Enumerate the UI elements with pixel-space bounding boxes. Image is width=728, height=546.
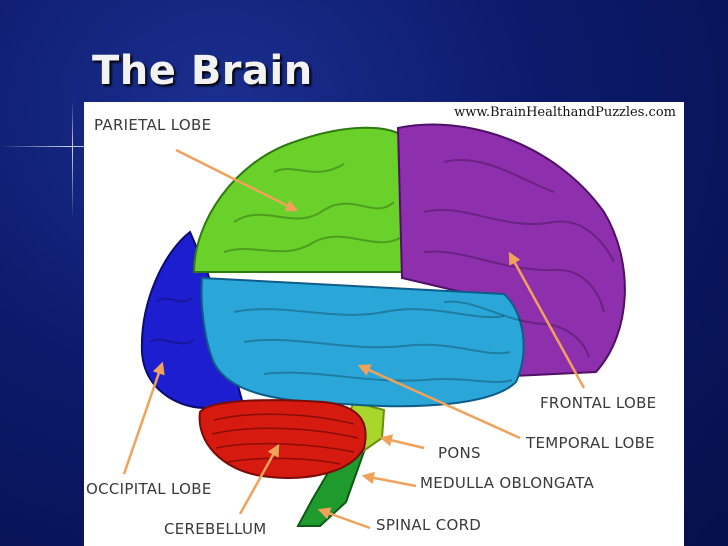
brain-gyri-texture (149, 159, 615, 383)
arrow-parietal (175, 148, 299, 212)
decor-flare-vertical (72, 100, 73, 220)
label-occipital-lobe: OCCIPITAL LOBE (86, 480, 212, 498)
slide-title: The Brain (92, 48, 313, 94)
arrow-cerebellum (238, 443, 280, 515)
brain-illustration (122, 123, 626, 530)
label-medulla-oblongata: MEDULLA OBLONGATA (420, 474, 595, 492)
arrow-pons (379, 434, 425, 450)
cerebellum-region (198, 399, 367, 479)
temporal-lobe-region (200, 276, 525, 408)
arrow-occipital (122, 361, 165, 475)
label-cerebellum: CEREBELLUM (164, 520, 267, 538)
label-frontal-lobe: FRONTAL LOBE (540, 394, 657, 412)
label-arrows (122, 148, 586, 530)
cerebellum-folds (211, 413, 359, 465)
arrow-frontal (508, 251, 586, 389)
label-temporal-lobe: TEMPORAL LOBE (526, 434, 655, 452)
label-pons: PONS (438, 444, 481, 462)
parietal-lobe-region (192, 126, 411, 273)
arrow-medulla (361, 471, 417, 488)
arrow-temporal (357, 364, 521, 440)
brain-diagram: www.BrainHealthandPuzzles.com PARIETAL L… (84, 102, 684, 546)
label-spinal-cord: SPINAL CORD (376, 516, 482, 534)
watermark-url: www.BrainHealthandPuzzles.com (454, 105, 676, 120)
arrow-spinal (317, 507, 371, 530)
frontal-lobe-region (396, 123, 626, 378)
label-parietal-lobe: PARIETAL LOBE (94, 116, 212, 134)
